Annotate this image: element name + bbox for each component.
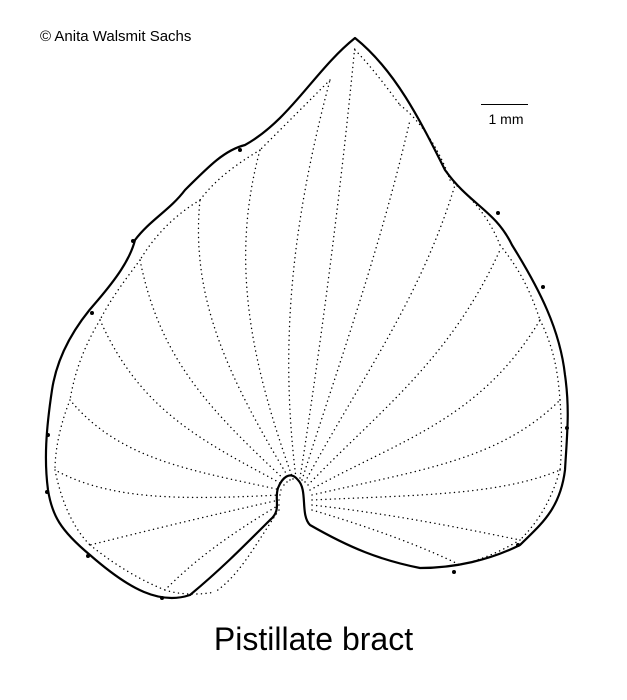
- vein: [354, 49, 401, 106]
- marginal-glands: [45, 148, 569, 600]
- scale-bar-label: 1 mm: [488, 111, 524, 127]
- vein: [301, 119, 411, 481]
- vein: [449, 179, 501, 246]
- bract-outline: [44, 36, 569, 600]
- vein: [99, 259, 141, 321]
- vein: [197, 199, 291, 481]
- vein: [311, 399, 561, 496]
- vein: [539, 319, 561, 401]
- gland-dot: [46, 433, 50, 437]
- vein: [399, 104, 451, 181]
- vein: [311, 509, 461, 566]
- vein: [519, 469, 561, 541]
- vein: [304, 184, 456, 483]
- figure-caption: Pistillate bract: [213, 621, 414, 657]
- vein: [199, 149, 261, 201]
- vein: [311, 504, 521, 541]
- vein: [288, 79, 331, 479]
- gland-dot: [90, 311, 94, 315]
- scale-bar: 1 mm: [481, 104, 531, 127]
- vein: [139, 259, 288, 483]
- gland-dot: [131, 239, 135, 243]
- vein: [164, 504, 280, 591]
- vein: [69, 319, 101, 401]
- vein: [139, 199, 201, 261]
- vein: [89, 544, 166, 591]
- venation: [54, 44, 563, 595]
- gland-dot: [565, 426, 569, 430]
- vein: [164, 589, 216, 595]
- vein: [499, 244, 541, 321]
- scale-bar-line: [481, 104, 528, 105]
- vein: [54, 469, 91, 546]
- vein: [214, 509, 280, 593]
- vein: [54, 399, 71, 471]
- gland-dot: [45, 490, 49, 494]
- vein: [311, 469, 561, 501]
- vein: [99, 319, 285, 486]
- vein: [309, 319, 541, 491]
- gland-dot: [86, 554, 90, 558]
- vein: [69, 399, 282, 491]
- gland-dot: [160, 596, 164, 600]
- gland-dot: [238, 148, 242, 152]
- vein: [259, 79, 331, 151]
- vein: [299, 44, 356, 479]
- vein: [307, 249, 501, 486]
- gland-dot: [496, 211, 500, 215]
- vein: [459, 539, 521, 566]
- vein: [54, 469, 281, 499]
- gland-dot: [516, 543, 520, 547]
- gland-dot: [541, 285, 545, 289]
- vein: [559, 399, 563, 471]
- vein: [244, 149, 294, 480]
- copyright-credit: © Anita Walsmit Sachs: [40, 28, 192, 45]
- gland-dot: [452, 570, 456, 574]
